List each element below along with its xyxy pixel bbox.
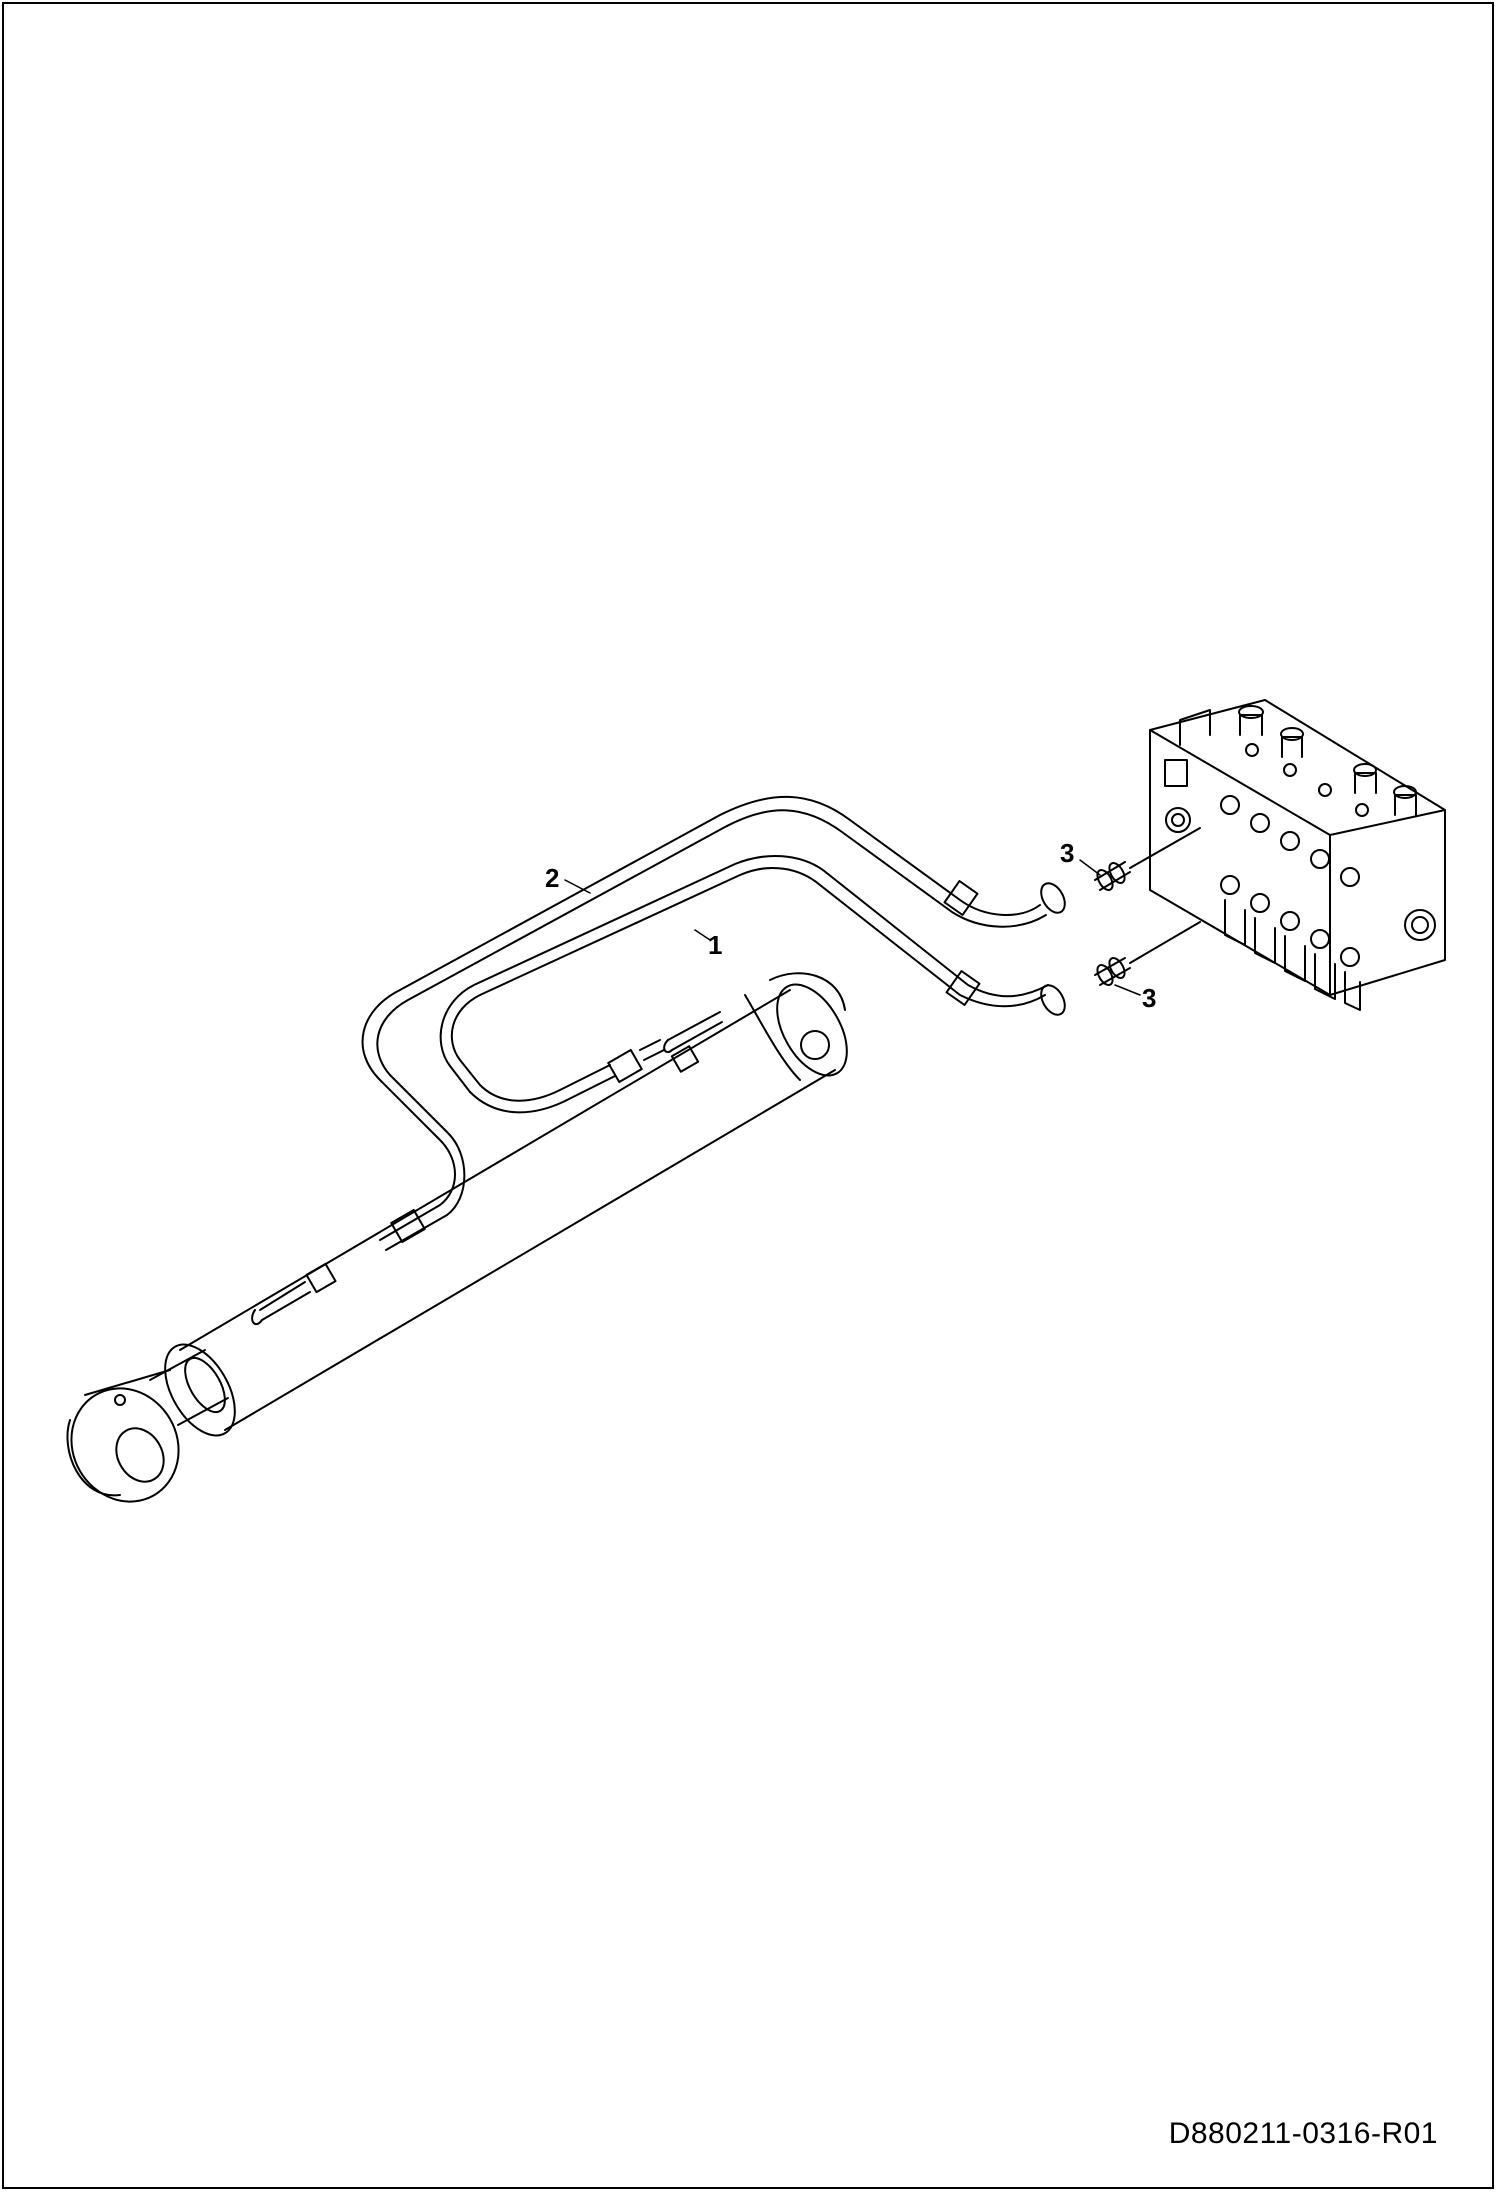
hose-2 — [361, 795, 1047, 1251]
hose-end-nuts — [1040, 882, 1066, 1016]
callout-fitting-lower: 3 — [1142, 983, 1157, 1013]
adapter-fitting-upper — [1094, 827, 1201, 891]
callout-hose-2: 2 — [545, 863, 560, 893]
callout-hose-1: 1 — [708, 930, 723, 960]
adapter-fitting-lower — [1094, 921, 1201, 986]
control-valve — [1149, 699, 1446, 1011]
hydraulic-cylinder — [66, 972, 848, 1503]
callout-fitting-upper: 3 — [1060, 838, 1075, 868]
hose-1 — [439, 855, 1049, 1114]
leader-lines — [564, 859, 1141, 996]
document-number: D880211-0316-R01 — [1168, 2117, 1438, 2150]
